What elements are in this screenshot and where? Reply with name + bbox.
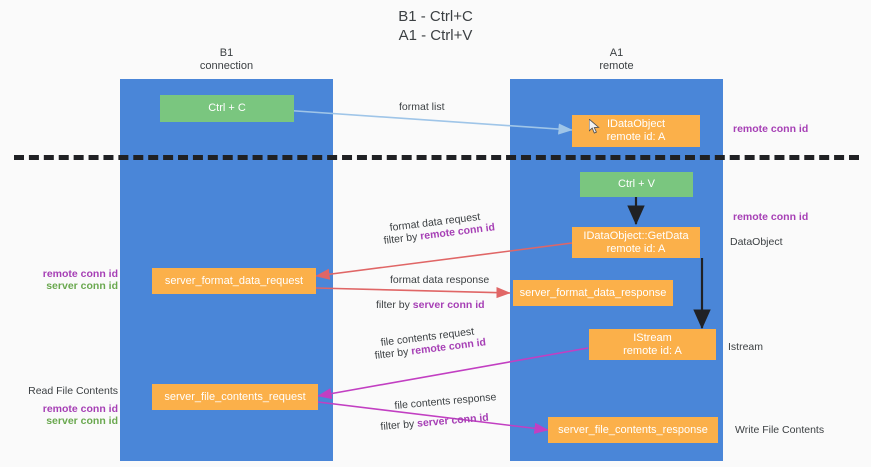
lane-header-a1: A1 remote [599, 47, 634, 72]
annotation-istream: Istream [728, 341, 764, 353]
node-ctrl-v[interactable]: Ctrl + V [580, 172, 693, 197]
mouse-cursor-icon [589, 119, 600, 134]
edge-label-format-data-response: format data response [390, 274, 490, 286]
annotation-left-server-conn-id-2: server conn id [46, 415, 118, 427]
edge-label-format-data-response-filter: filter by server conn id [376, 299, 485, 312]
diagram-title: B1 - Ctrl+C A1 - Ctrl+V [398, 8, 473, 44]
node-server-file-contents-response[interactable]: server_file_contents_response [548, 417, 718, 443]
node-istream[interactable]: IStream remote id: A [589, 329, 716, 360]
filter-prefix: filter by [374, 345, 412, 362]
filter-prefix: filter by [376, 299, 413, 311]
edge-label-file-contents-response: file contents response [394, 391, 497, 412]
filter-prefix: filter by [383, 230, 421, 247]
filter-key-server-conn-id: server conn id [416, 411, 490, 430]
arrow-format-data-response [315, 287, 511, 299]
annotation-remote-conn-id-top: remote conn id [733, 123, 809, 135]
node-ctrl-c[interactable]: Ctrl + C [160, 95, 294, 122]
node-server-format-data-request[interactable]: server_format_data_request [152, 268, 316, 294]
filter-prefix: filter by [380, 417, 418, 433]
edge-label-format-list: format list [399, 101, 445, 113]
annotation-left-server-conn-id-1: server conn id [46, 280, 118, 292]
node-server-format-data-response[interactable]: server_format_data_response [513, 280, 673, 306]
annotation-write-file-contents: Write File Contents [735, 424, 825, 436]
annotation-remote-conn-id-mid: remote conn id [733, 211, 809, 223]
annotation-dataobject: DataObject [730, 236, 783, 248]
edge-label-file-contents-response-filter: filter by server conn id [380, 412, 489, 434]
node-server-file-contents-request[interactable]: server_file_contents_request [152, 384, 318, 410]
lane-header-b1: B1 connection [199, 47, 254, 72]
annotation-left-remote-conn-id-1: remote conn id [42, 268, 118, 280]
filter-key-server-conn-id: server conn id [412, 299, 485, 311]
node-getdata[interactable]: IDataObject::GetData remote id: A [572, 227, 700, 258]
annotation-read-file-contents: Read File Contents [28, 385, 118, 397]
phase-separator [14, 155, 859, 160]
annotation-left-remote-conn-id-2: remote conn id [42, 403, 118, 415]
